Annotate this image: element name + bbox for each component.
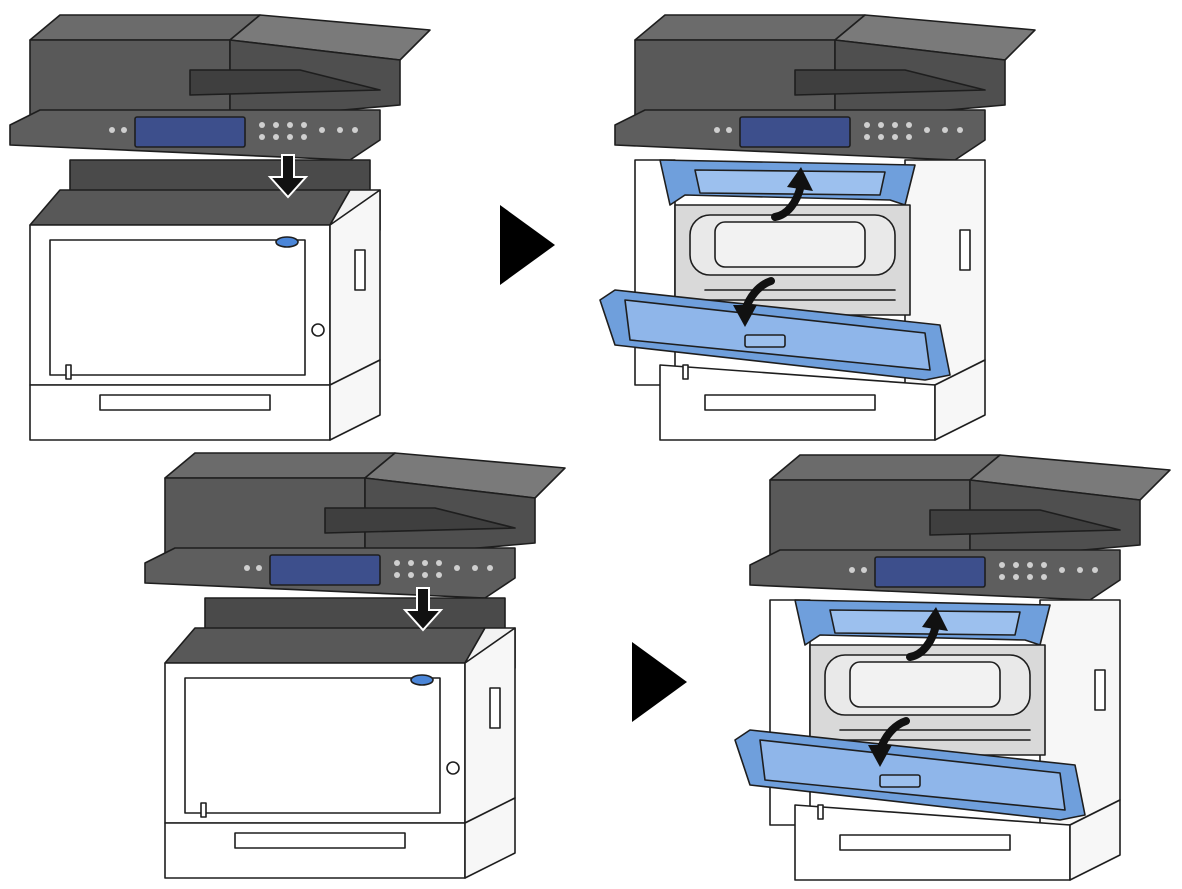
- step-1-printer-press-release: [10, 15, 430, 440]
- step-3-printer-press-release: [145, 453, 565, 878]
- step-2-printer-door-open: [600, 15, 1035, 440]
- play-triangle-icon: [632, 642, 687, 722]
- play-triangle-icon: [500, 205, 555, 285]
- step-4-printer-door-open: [735, 455, 1170, 880]
